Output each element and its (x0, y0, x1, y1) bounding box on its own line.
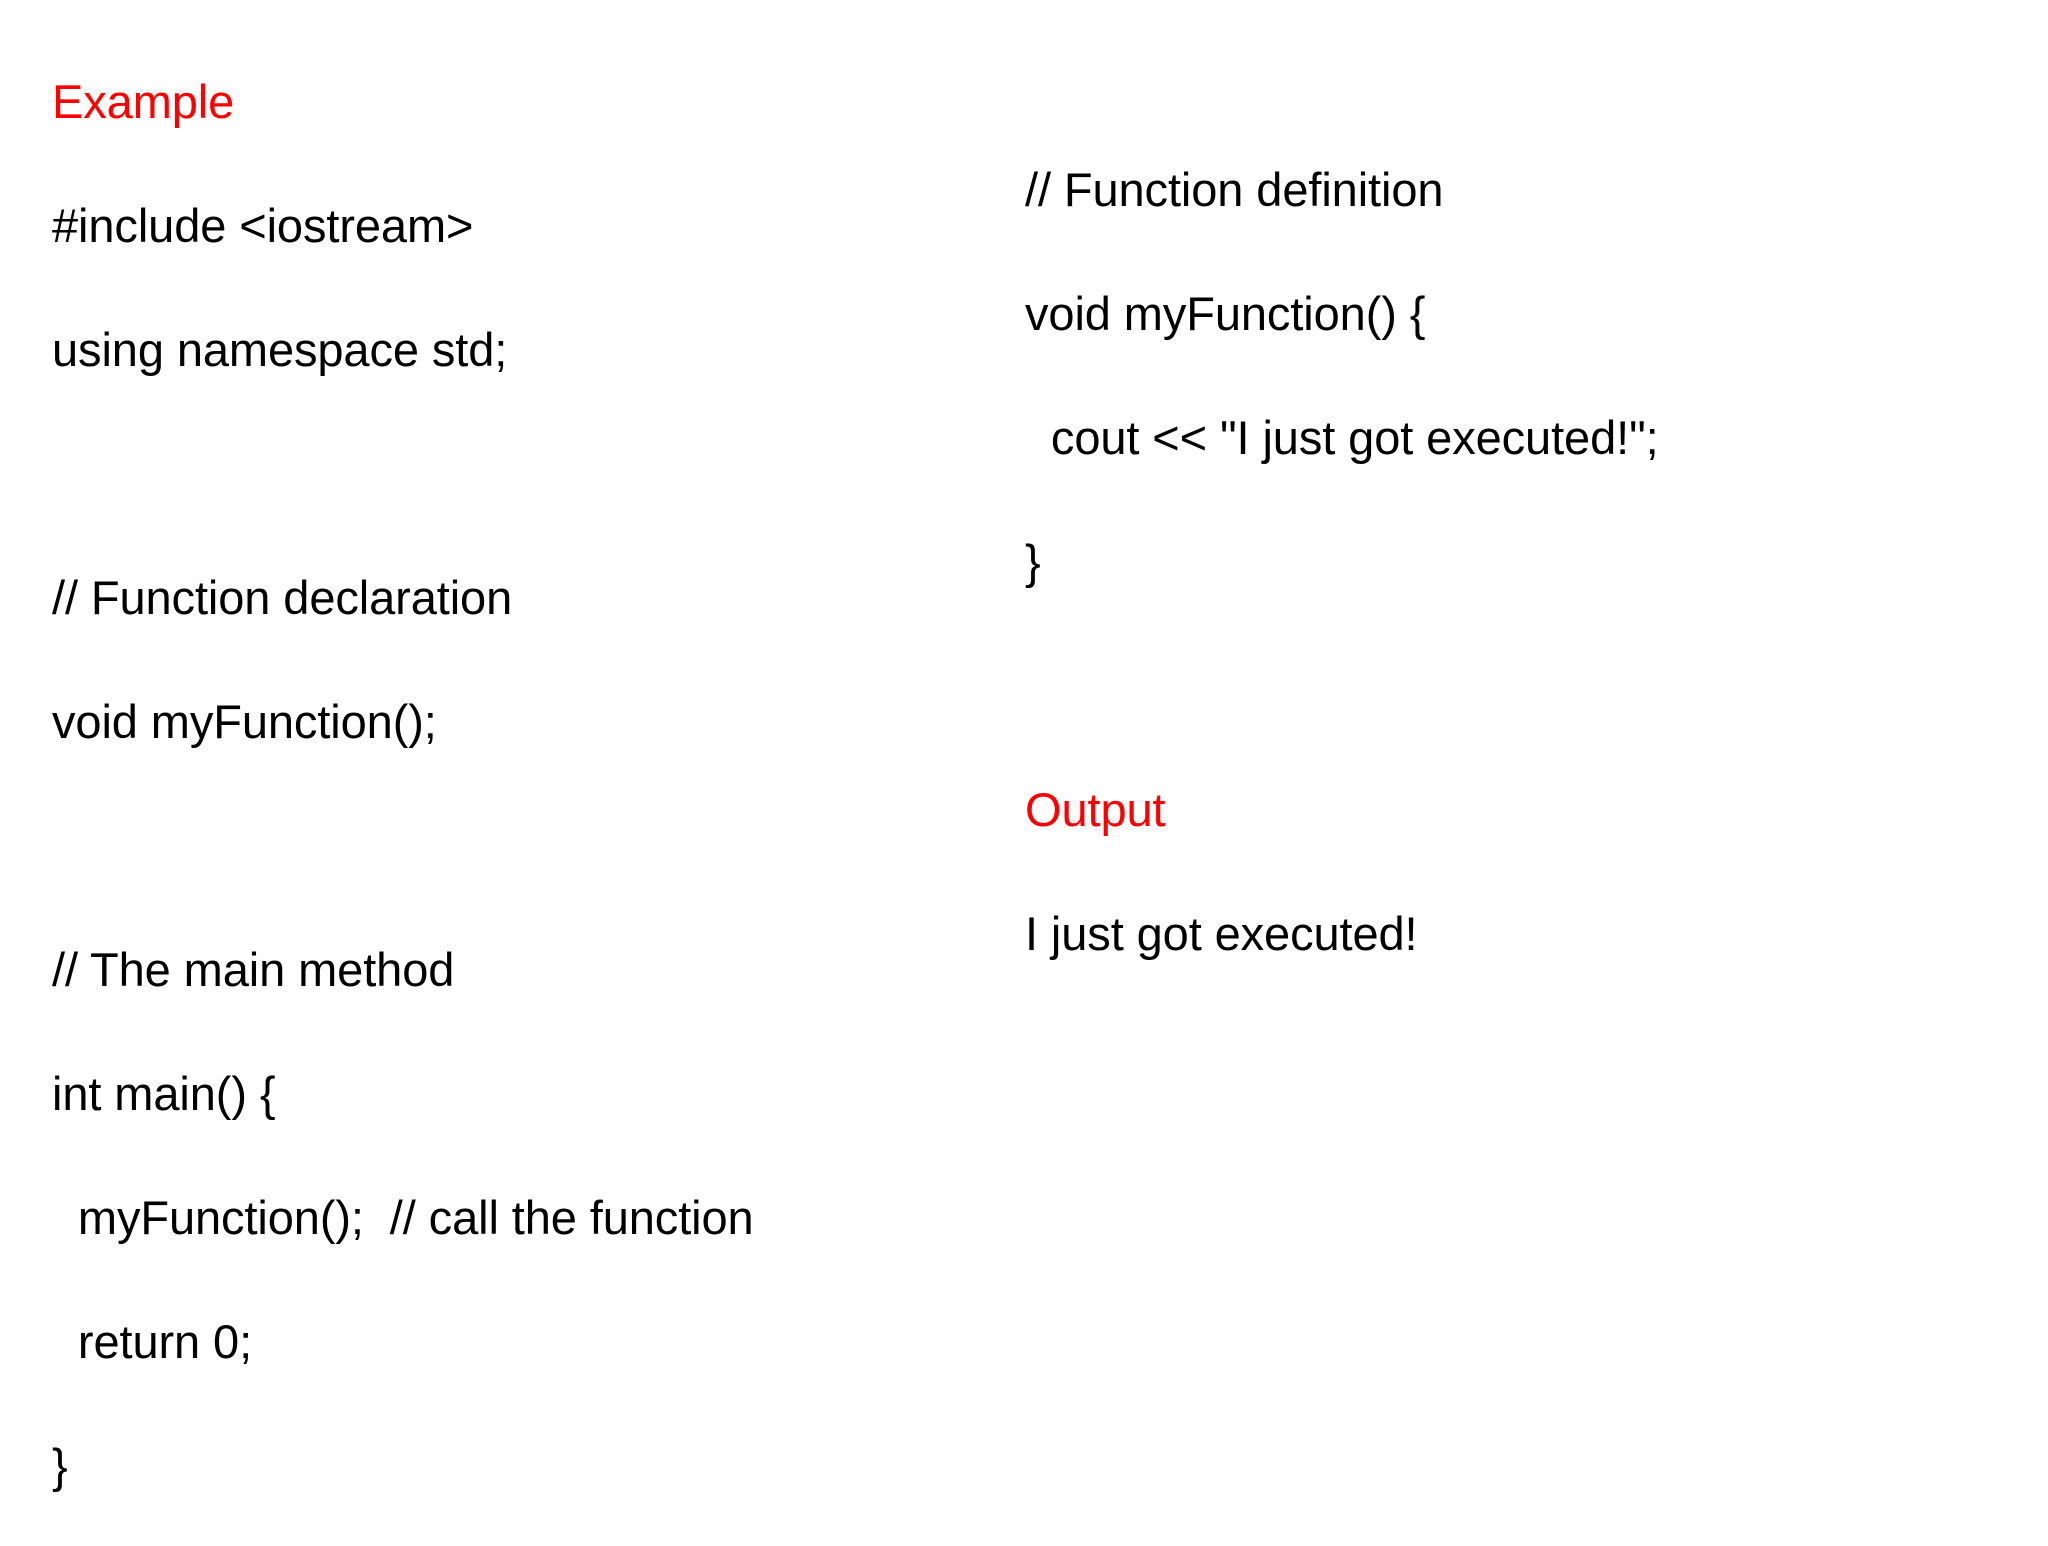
code-line-comment-main-method: // The main method (52, 943, 455, 996)
right-code-column: // Function definition void myFunction()… (1025, 110, 1985, 1014)
output-heading: Output (1025, 783, 1166, 836)
code-line-function-close-brace: } (1025, 535, 1041, 588)
code-line-main-close-brace: } (52, 1439, 68, 1492)
example-heading: Example (52, 75, 235, 128)
code-line-blank-3 (1025, 642, 1985, 730)
code-line-int-main-open: int main() { (52, 1067, 276, 1120)
code-line-comment-function-definition: // Function definition (1025, 163, 1444, 216)
code-line-blank-2 (52, 802, 992, 890)
code-line-void-myfunction-decl: void myFunction(); (52, 695, 437, 748)
code-line-call-myfunction: myFunction(); // call the function (52, 1191, 754, 1244)
code-line-cout-statement: cout << "I just got executed!"; (1025, 411, 1659, 464)
code-line-using-namespace: using namespace std; (52, 323, 508, 376)
code-line-blank-1 (52, 430, 992, 518)
left-code-column: Example #include <iostream> using namesp… (52, 22, 992, 1546)
output-text: I just got executed! (1025, 907, 1418, 960)
code-example-slide: Example #include <iostream> using namesp… (52, 75, 1985, 1492)
code-line-include: #include <iostream> (52, 199, 474, 252)
code-line-return-zero: return 0; (52, 1315, 253, 1368)
code-line-void-myfunction-def: void myFunction() { (1025, 287, 1426, 340)
code-line-comment-function-declaration: // Function declaration (52, 571, 513, 624)
